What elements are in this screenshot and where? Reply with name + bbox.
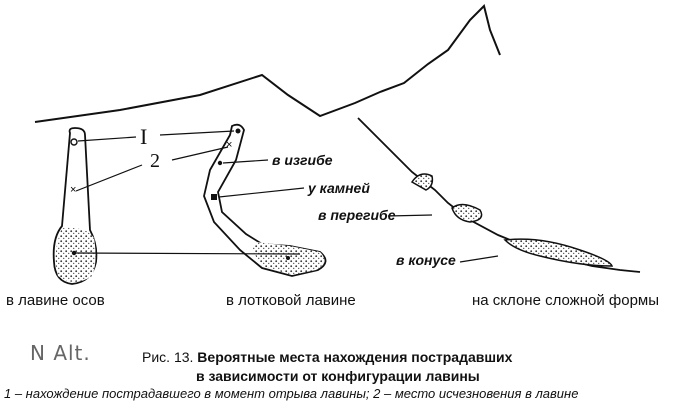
wasp-avalanche-deposit <box>55 227 96 282</box>
caption-title-2: в зависимости от конфигурации лавины <box>196 368 480 384</box>
handwritten-scrawl: N Alt. <box>30 341 91 365</box>
wasp-disappear-point: × <box>70 184 76 196</box>
slope-mark-knee <box>451 203 483 223</box>
label-knee: в перегибе <box>318 207 396 223</box>
label-cone: в конусе <box>396 252 456 268</box>
chute-victim-dot <box>286 256 290 260</box>
chute-disappear-point: × <box>226 139 232 151</box>
slope-mark-upper <box>410 173 434 191</box>
label-bend: в изгибе <box>272 152 333 168</box>
marker-2: 2 <box>150 150 160 172</box>
panel-label-wasp: в лавине осов <box>6 292 105 309</box>
slope-mark-cone <box>503 238 614 267</box>
caption-title-1: Вероятные места нахождения пострадавших <box>197 349 513 365</box>
leader-lines <box>73 130 499 263</box>
panel-label-chute: в лотковой лавине <box>226 292 356 309</box>
chute-rocks-mark <box>211 194 217 200</box>
wasp-release-point <box>70 138 78 146</box>
mountain-ridge <box>34 4 501 123</box>
marker-1: I <box>140 124 148 149</box>
caption-line-1: Рис. 13. Вероятные места нахождения пост… <box>142 349 512 365</box>
caption-legend: 1 – нахождение пострадавшего в момент от… <box>4 386 579 401</box>
caption-prefix: Рис. 13. <box>142 349 194 365</box>
panel-label-slope: на склоне сложной формы <box>472 292 660 309</box>
complex-slope-line <box>357 117 641 273</box>
label-rocks: у камней <box>308 180 370 196</box>
chute-release-point <box>235 128 241 134</box>
chute-bend-dot <box>217 160 223 166</box>
